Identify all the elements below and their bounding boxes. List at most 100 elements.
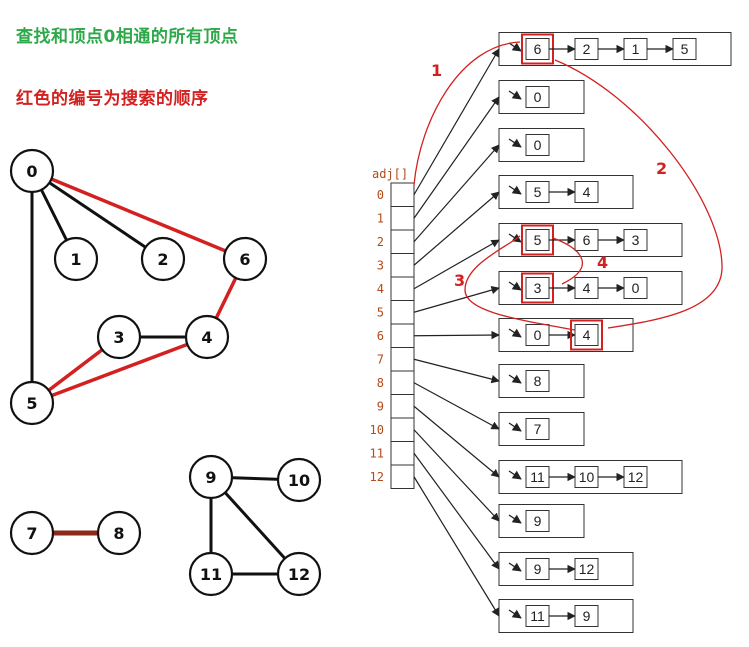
vertex-label-3: 3 bbox=[113, 328, 124, 347]
adj-index-1: 1 bbox=[377, 211, 384, 225]
vertex-3 bbox=[96, 314, 142, 360]
list-cell-value-10-0: 9 bbox=[534, 513, 542, 529]
adj-slot-7 bbox=[390, 347, 415, 372]
list-cell-1-0 bbox=[525, 86, 550, 108]
list-cell-value-5-0: 3 bbox=[534, 280, 542, 296]
adj-pointer-9 bbox=[413, 405, 500, 478]
vertex-label-0: 0 bbox=[26, 162, 37, 181]
list-head-arrow-6 bbox=[508, 328, 522, 338]
list-head-arrow-3 bbox=[508, 185, 522, 195]
adj-pointer-0 bbox=[413, 48, 500, 196]
list-cell-value-11-1: 12 bbox=[579, 561, 595, 577]
vertex-2 bbox=[140, 236, 186, 282]
list-cell-value-2-0: 0 bbox=[534, 137, 542, 153]
list-cell-value-5-1: 4 bbox=[583, 280, 591, 296]
list-cell-11-1 bbox=[574, 558, 599, 580]
adj-slot-3 bbox=[390, 253, 415, 278]
list-head-arrow-11 bbox=[508, 562, 522, 572]
adj-array-label: adj[] bbox=[372, 167, 408, 181]
vertex-12 bbox=[276, 551, 322, 597]
page-subtitle: 红色的编号为搜索的顺序 bbox=[16, 89, 209, 109]
vertex-6 bbox=[222, 236, 268, 282]
list-cell-value-0-2: 1 bbox=[632, 41, 640, 57]
adj-index-4: 4 bbox=[377, 282, 384, 296]
search-path-3 bbox=[464, 235, 576, 331]
list-head-arrow-7 bbox=[508, 374, 522, 384]
adj-pointer-12 bbox=[413, 476, 500, 617]
vertex-label-9: 9 bbox=[205, 468, 216, 487]
vertex-label-11: 11 bbox=[200, 565, 222, 584]
adj-index-11: 11 bbox=[370, 446, 384, 460]
vertex-11 bbox=[188, 551, 234, 597]
edge-0-2 bbox=[31, 169, 164, 261]
search-path-2 bbox=[554, 59, 723, 329]
adj-pointer-10 bbox=[413, 429, 500, 522]
list-head-arrow-5 bbox=[508, 281, 522, 291]
list-cell-value-5-2: 0 bbox=[632, 280, 640, 296]
adj-slot-8 bbox=[390, 370, 415, 395]
adj-index-3: 3 bbox=[377, 258, 384, 272]
list-cell-value-11-0: 9 bbox=[534, 561, 542, 577]
vertex-9 bbox=[188, 454, 234, 500]
vertex-0 bbox=[9, 148, 55, 194]
adj-index-2: 2 bbox=[377, 235, 384, 249]
list-cell-value-4-1: 6 bbox=[583, 232, 591, 248]
search-order-label-1: 1 bbox=[431, 61, 442, 80]
adj-slot-0 bbox=[390, 182, 415, 207]
list-cell-value-0-0: 6 bbox=[534, 41, 542, 57]
list-cell-3-1 bbox=[574, 181, 599, 203]
adj-slot-2 bbox=[390, 229, 415, 254]
adj-slot-5 bbox=[390, 300, 415, 325]
list-cell-7-0 bbox=[525, 370, 550, 392]
list-cell-value-6-1: 4 bbox=[583, 327, 591, 343]
adj-index-9: 9 bbox=[377, 399, 384, 413]
vertex-7 bbox=[9, 510, 55, 556]
list-head-arrow-9 bbox=[508, 470, 522, 480]
adj-pointer-8 bbox=[413, 382, 500, 430]
adj-pointer-3 bbox=[413, 191, 500, 266]
list-cell-value-0-1: 2 bbox=[583, 41, 591, 57]
adj-pointer-7 bbox=[413, 358, 500, 384]
list-cell-9-2 bbox=[623, 466, 648, 488]
list-cell-value-8-0: 7 bbox=[534, 421, 542, 437]
adj-pointer-2 bbox=[413, 144, 500, 243]
list-cell-4-2 bbox=[623, 229, 648, 251]
vertex-label-12: 12 bbox=[288, 565, 310, 584]
vertex-label-1: 1 bbox=[70, 250, 81, 269]
list-cell-value-12-1: 9 bbox=[583, 608, 591, 624]
list-cell-value-9-1: 10 bbox=[579, 469, 595, 485]
adj-slot-10 bbox=[390, 417, 415, 442]
adj-index-8: 8 bbox=[377, 376, 384, 390]
search-path-1 bbox=[413, 41, 521, 186]
adj-slot-9 bbox=[390, 394, 415, 419]
search-order-label-3: 3 bbox=[454, 271, 465, 290]
adj-index-0: 0 bbox=[377, 188, 384, 202]
list-cell-value-6-0: 0 bbox=[534, 327, 542, 343]
list-cell-5-2 bbox=[623, 277, 648, 299]
list-cell-value-1-0: 0 bbox=[534, 89, 542, 105]
vertex-8 bbox=[96, 510, 142, 556]
list-head-arrow-1 bbox=[508, 90, 522, 100]
list-cell-2-0 bbox=[525, 134, 550, 156]
adj-pointer-4 bbox=[413, 239, 500, 290]
vertex-label-7: 7 bbox=[26, 524, 37, 543]
list-cell-value-4-2: 3 bbox=[632, 232, 640, 248]
highlight-box-6-1 bbox=[570, 319, 603, 351]
adj-index-6: 6 bbox=[377, 329, 384, 343]
adj-slot-12 bbox=[390, 464, 415, 489]
adj-pointer-5 bbox=[413, 286, 500, 313]
list-cell-6-1 bbox=[574, 324, 599, 346]
vertex-label-6: 6 bbox=[239, 250, 250, 269]
adj-pointer-6 bbox=[413, 330, 500, 340]
adj-index-12: 12 bbox=[370, 470, 384, 484]
vertex-label-4: 4 bbox=[201, 328, 212, 347]
list-head-arrow-0 bbox=[508, 42, 522, 52]
list-head-arrow-2 bbox=[508, 138, 522, 148]
list-cell-0-3 bbox=[672, 38, 697, 60]
adj-slot-6 bbox=[390, 323, 415, 348]
vertex-1 bbox=[53, 236, 99, 282]
vertex-5 bbox=[9, 380, 55, 426]
list-cell-value-0-3: 5 bbox=[681, 41, 689, 57]
vertex-10 bbox=[276, 457, 322, 503]
